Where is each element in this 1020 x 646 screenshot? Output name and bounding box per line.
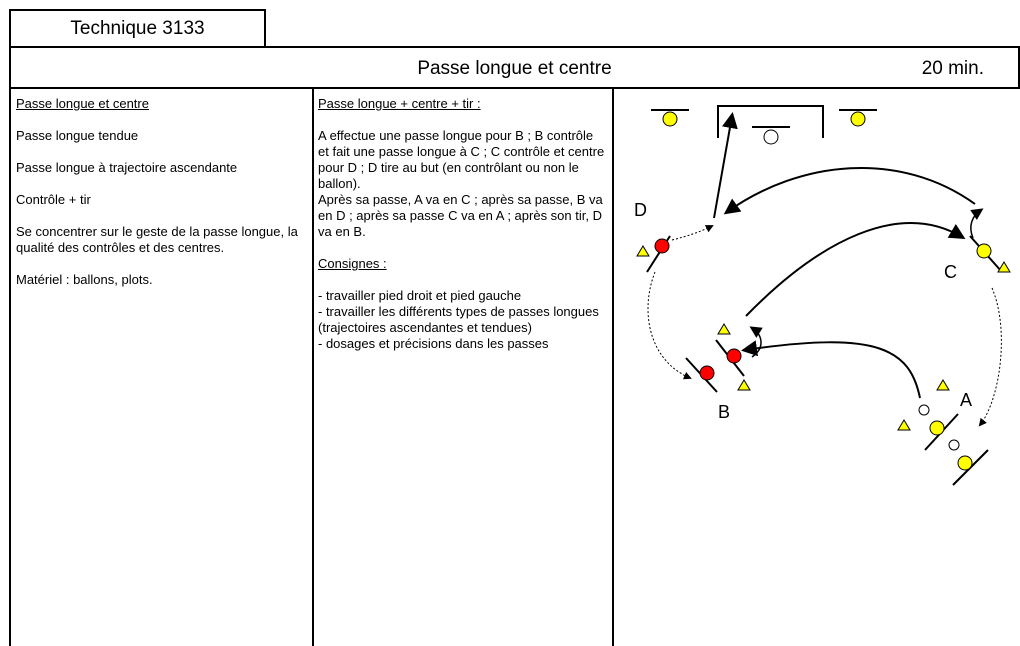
description-heading: Passe longue + centre + tir :: [318, 96, 481, 111]
label-c: C: [944, 262, 957, 282]
run-c-to-a: [978, 287, 1002, 427]
objective-item: Passe longue tendue: [16, 128, 139, 143]
description-text: A effectue une passe longue pour B ; B c…: [318, 128, 605, 191]
pass-b-to-c: [745, 222, 966, 317]
description-text: Après sa passe, A va en C ; après sa pas…: [318, 192, 603, 239]
control-c: [970, 208, 984, 239]
divider-1: [312, 88, 314, 646]
objective-item: Passe longue à trajectoire ascendante: [16, 160, 238, 175]
session-duration: 20 min.: [921, 58, 984, 79]
player-b: [685, 323, 751, 393]
consigne-item: - dosages et précisions dans les passes: [318, 336, 549, 351]
material-item: Matériel : ballons, plots.: [16, 272, 153, 287]
consignes-heading: Consignes :: [318, 256, 387, 271]
label-a: A: [960, 390, 972, 410]
run-d-to-b: [647, 271, 692, 380]
goalpost-marker-right: [839, 109, 877, 127]
label-d: D: [634, 200, 647, 220]
border-left: [9, 88, 11, 646]
run-d-forward: [671, 225, 714, 241]
technique-label: Technique 3133: [70, 18, 205, 39]
control-b: [749, 326, 763, 358]
player-a: [897, 379, 989, 486]
objective-item: Se concentrer sur le geste de la passe l…: [16, 224, 298, 255]
label-b: B: [718, 402, 730, 422]
technique-tab: Technique 3133: [9, 9, 266, 47]
objective-item: Contrôle + tir: [16, 192, 91, 207]
objectives-heading: Passe longue et centre: [16, 96, 149, 111]
goal-cone: [752, 126, 790, 145]
session-header: Passe longue et centre 20 min.: [9, 46, 1020, 89]
consigne-item: - travailler les différents types de pas…: [318, 304, 599, 335]
goalpost-marker-left: [651, 109, 689, 127]
objectives-column: Passe longue et centre Passe longue tend…: [16, 96, 306, 288]
pass-a-to-b: [741, 340, 921, 399]
goal: [717, 105, 824, 138]
session-title: Passe longue et centre: [417, 58, 612, 79]
description-column: Passe longue + centre + tir : A effectue…: [318, 96, 606, 352]
player-c: [969, 235, 1011, 273]
divider-2: [612, 88, 614, 646]
player-d: [636, 235, 671, 273]
cross-c-to-d: [723, 166, 976, 215]
shot-d-to-goal: [713, 112, 738, 219]
consigne-item: - travailler pied droit et pied gauche: [318, 288, 522, 303]
drill-diagram: D C B A: [634, 105, 1011, 486]
